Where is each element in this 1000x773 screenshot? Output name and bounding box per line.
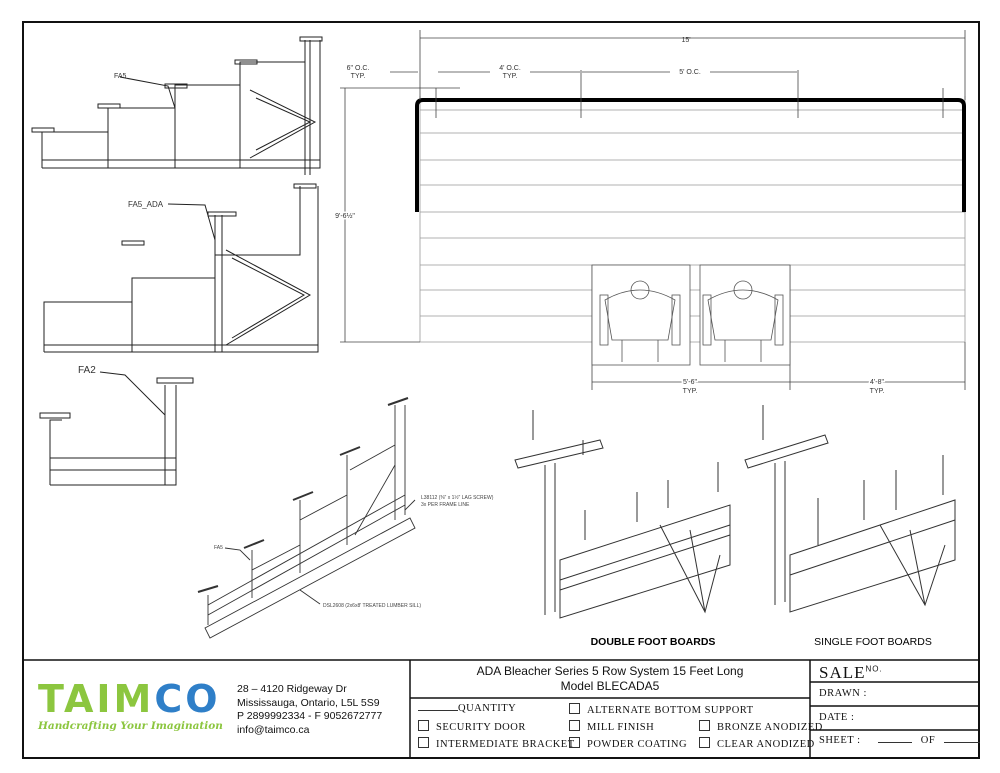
double-foot-board-detail bbox=[514, 410, 731, 619]
option-security-door[interactable]: SECURITY DOOR bbox=[418, 720, 526, 733]
depth-dim: 9'-6½" bbox=[335, 212, 355, 220]
option-intermediate-bracket[interactable]: INTERMEDIATE BRACKET bbox=[418, 737, 575, 750]
main-spacing-dim: 5' O.C. bbox=[679, 69, 701, 76]
address-line-1: 28 – 4120 Ridgeway Dr bbox=[237, 683, 347, 695]
wheelchair-space-dim: 5'-6" bbox=[683, 379, 697, 386]
screw-note-1: L38112 (⅜" x 1½" LAG SCREW) bbox=[421, 494, 494, 501]
fa5-ada-label: FA5_ADA bbox=[128, 200, 164, 209]
logo-tagline: Handcrafting Your Imagination bbox=[38, 720, 223, 732]
wheelchair-space-sub: TYP. bbox=[683, 388, 698, 395]
drawn-field[interactable]: DRAWN : bbox=[819, 688, 867, 699]
wheelchair-icon bbox=[599, 280, 681, 362]
quantity-field[interactable]: QUANTITY bbox=[418, 703, 516, 714]
double-foot-boards-label: DOUBLE FOOT BOARDS bbox=[591, 636, 716, 648]
drawing-title: ADA Bleacher Series 5 Row System 15 Feet… bbox=[410, 664, 810, 694]
sale-no-field[interactable]: SALENO. bbox=[819, 663, 883, 682]
date-field[interactable]: DATE : bbox=[819, 712, 855, 723]
fa2-label: FA2 bbox=[78, 365, 96, 376]
handrail bbox=[415, 98, 966, 212]
option-clear-anodized[interactable]: CLEAR ANODIZED bbox=[699, 737, 815, 750]
isometric-view bbox=[197, 397, 416, 639]
company-logo: TAIMCO Handcrafting Your Imagination bbox=[38, 677, 223, 732]
fa5-label: FA5 bbox=[114, 73, 127, 80]
phone-fax: P 2899992334 - F 9052672777 bbox=[237, 710, 383, 722]
title-line-1: ADA Bleacher Series 5 Row System 15 Feet… bbox=[476, 664, 744, 678]
side-space-sub: TYP. bbox=[870, 388, 885, 395]
sill-note: DSL2608 (2x6x8' TREATED LUMBER SILL) bbox=[323, 603, 421, 609]
sheet-field[interactable]: SHEET : OF bbox=[819, 735, 981, 746]
side-space-dim: 4'-8" bbox=[870, 379, 884, 386]
fa5-side-view bbox=[31, 36, 323, 175]
first-spacing-dim: 4' O.C. bbox=[499, 65, 521, 72]
single-foot-board-detail bbox=[744, 405, 956, 613]
first-spacing-sub: TYP. bbox=[503, 73, 518, 80]
option-powder-coating[interactable]: POWDER COATING bbox=[569, 737, 687, 750]
end-spacing-dim: 6" O.C. bbox=[347, 65, 370, 72]
title-block-grid bbox=[23, 659, 979, 758]
option-alternate-bottom-support[interactable]: ALTERNATE BOTTOM SUPPORT bbox=[569, 703, 754, 716]
email: info@taimco.ca bbox=[237, 723, 310, 736]
option-mill-finish[interactable]: MILL FINISH bbox=[569, 720, 654, 733]
single-foot-boards-label: SINGLE FOOT BOARDS bbox=[814, 636, 932, 648]
fa5-ada-side-view bbox=[43, 183, 319, 353]
title-line-2: Model BLECADA5 bbox=[560, 679, 660, 693]
fa2-side-view bbox=[39, 371, 194, 486]
wheelchair-spaces bbox=[591, 264, 791, 366]
company-contact: 28 – 4120 Ridgeway Dr Mississauga, Ontar… bbox=[237, 683, 382, 737]
wheelchair-icon bbox=[702, 280, 784, 362]
option-bronze-anodized[interactable]: BRONZE ANODIZED bbox=[699, 720, 823, 733]
plan-view: 15' 6" O.C. TYP. 4' O.C. TYP. 5' O.C. 9'… bbox=[334, 30, 966, 395]
screw-note-2: 3x PER FRAME LINE bbox=[421, 502, 470, 508]
sheet-border bbox=[22, 21, 980, 759]
iso-frame-label: FA5 bbox=[214, 545, 223, 551]
overall-length-dim: 15' bbox=[681, 37, 690, 44]
address-line-2: Mississauga, Ontario, L5L 5S9 bbox=[237, 696, 380, 709]
end-spacing-sub: TYP. bbox=[351, 73, 366, 80]
